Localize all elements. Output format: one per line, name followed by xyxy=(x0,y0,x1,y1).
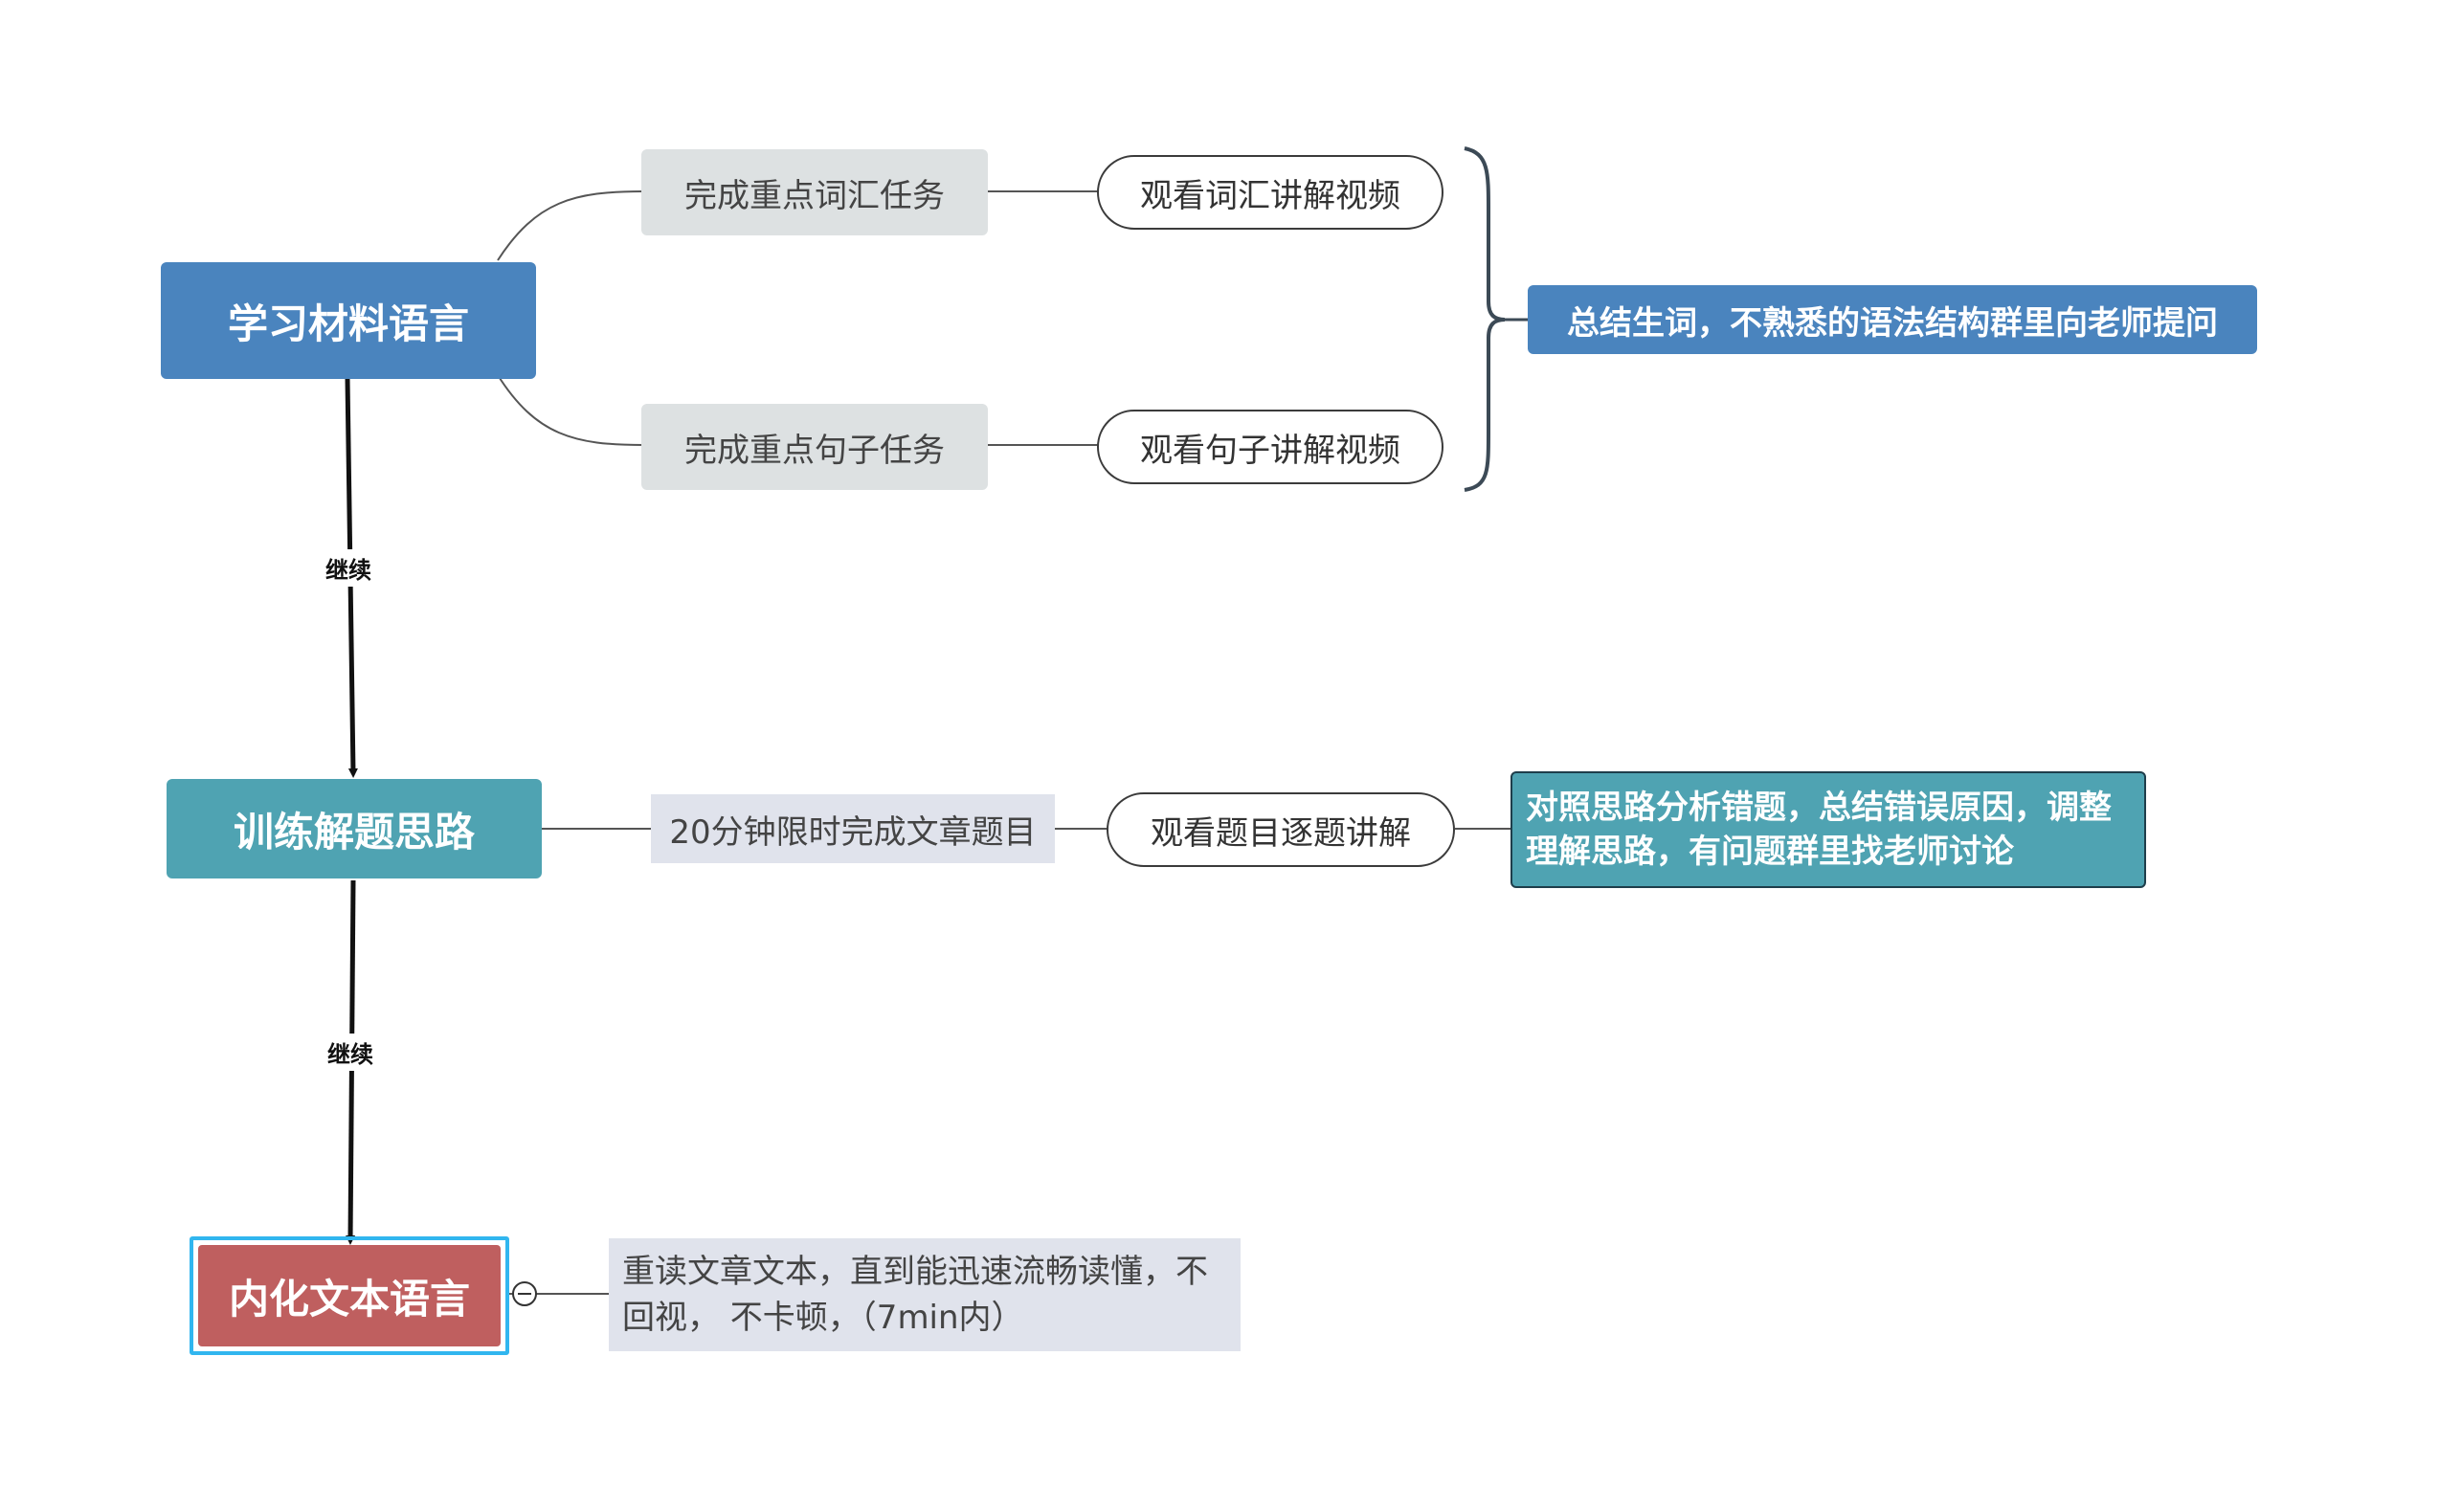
connector-t1-b1 xyxy=(497,190,644,261)
subtopic-sentence-task-label: 完成重点句子任务 xyxy=(684,431,945,470)
summary-vocab-grammar[interactable]: 总结生词，不熟悉的语法结构群里向老师提问 xyxy=(1528,285,2257,354)
leaf-vocab-video-label: 观看词汇讲解视频 xyxy=(1140,176,1400,215)
connector-t1-b2 xyxy=(497,374,644,446)
leaf-sentence-video-label: 观看句子讲解视频 xyxy=(1140,431,1400,470)
leaf-question-explanation[interactable]: 观看题目逐题讲解 xyxy=(1107,792,1455,867)
subtopic-timed-questions-label: 20分钟限时完成文章题目 xyxy=(669,812,1037,852)
subtopic-vocab-task-label: 完成重点词汇任务 xyxy=(684,176,945,215)
relation-label-1-text: 继续 xyxy=(325,557,371,584)
summary-error-analysis[interactable]: 对照思路分析错题，总结错误原因，调整理解思路，有问题群里找老师讨论 xyxy=(1510,771,2146,888)
leaf-sentence-video[interactable]: 观看句子讲解视频 xyxy=(1097,410,1443,484)
subtopic-reread-text[interactable]: 重读文章文本，直到能迅速流畅读懂，不回视， 不卡顿，（7min内） xyxy=(609,1238,1241,1351)
topic-study-language-label: 学习材料语言 xyxy=(227,300,469,347)
subtopic-vocab-task[interactable]: 完成重点词汇任务 xyxy=(641,149,988,235)
leaf-question-explanation-label: 观看题目逐题讲解 xyxy=(1151,813,1411,853)
relation-label-1[interactable]: 继续 xyxy=(322,549,375,587)
summary-error-analysis-label: 对照思路分析错题，总结错误原因，调整理解思路，有问题群里找老师讨论 xyxy=(1526,789,2112,871)
subtopic-timed-questions[interactable]: 20分钟限时完成文章题目 xyxy=(651,794,1055,863)
subtopic-reread-text-label: 重读文章文本，直到能迅速流畅读懂，不回视， 不卡顿，（7min内） xyxy=(622,1253,1208,1337)
topic-train-thinking-label: 训练解题思路 xyxy=(233,808,475,856)
relation-label-2-text: 继续 xyxy=(327,1041,373,1068)
relation-label-2[interactable]: 继续 xyxy=(324,1034,377,1071)
summary-vocab-grammar-label: 总结生词，不熟悉的语法结构群里向老师提问 xyxy=(1567,303,2218,343)
summary-brace xyxy=(1464,146,1506,492)
topic-train-thinking[interactable]: 训练解题思路 xyxy=(167,779,542,878)
topic-internalize-language[interactable]: 内化文本语言 xyxy=(198,1245,501,1346)
leaf-vocab-video[interactable]: 观看词汇讲解视频 xyxy=(1097,155,1443,230)
topic-internalize-selection[interactable]: 内化文本语言 xyxy=(190,1236,509,1355)
topic-study-language[interactable]: 学习材料语言 xyxy=(161,262,536,379)
subtopic-sentence-task[interactable]: 完成重点句子任务 xyxy=(641,404,988,490)
topic-internalize-language-label: 内化文本语言 xyxy=(228,1275,470,1323)
